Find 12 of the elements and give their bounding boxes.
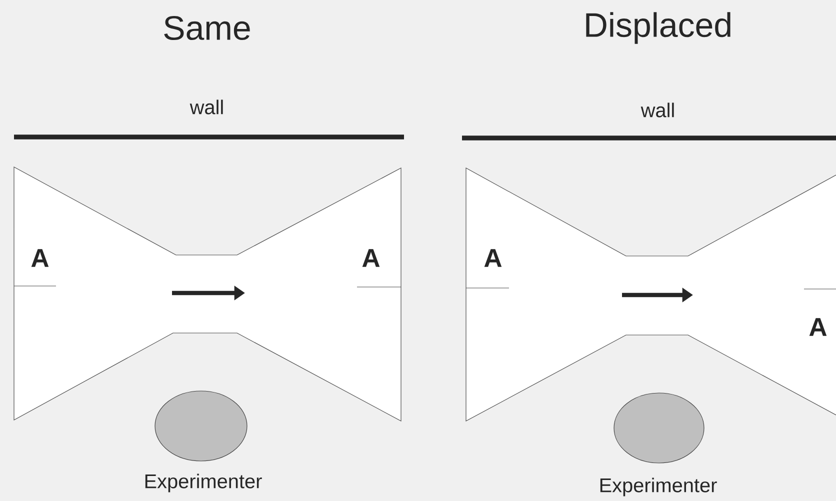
wall-label: wall (640, 102, 674, 118)
location-letter: A (31, 249, 49, 267)
experimenter-label: Experimenter (145, 474, 262, 492)
panel-heading: Same (164, 16, 250, 40)
panel-heading: Displaced (586, 12, 730, 44)
experimenter-ellipse (614, 392, 704, 464)
wall-label: wall (190, 100, 223, 114)
location-letter: A (809, 318, 827, 336)
location-letter: A (362, 249, 380, 267)
experimenter-label: Experimenter (600, 478, 717, 496)
experimenter-ellipse (154, 390, 248, 462)
location-letter: A (484, 249, 502, 267)
